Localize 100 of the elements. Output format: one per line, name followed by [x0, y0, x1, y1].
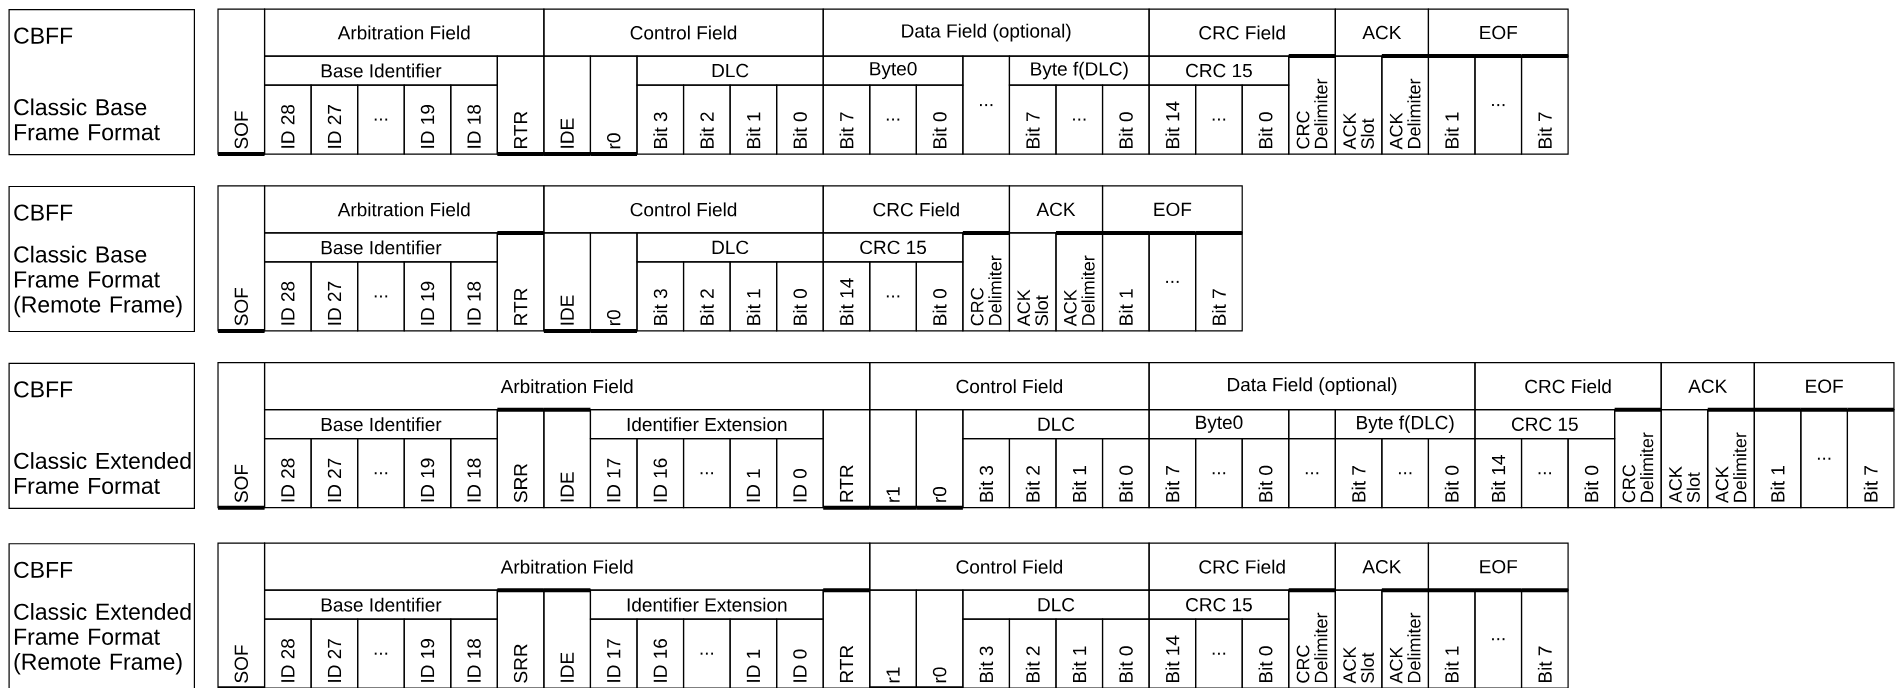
field-header: CRC 15 — [1148, 55, 1290, 86]
bit-cell: Bit 14 — [1474, 438, 1523, 509]
bit-cell: ... — [1055, 84, 1104, 155]
bit-cell: RTR — [822, 588, 871, 688]
field-header: CRC Field — [1148, 8, 1336, 57]
bit-cell: IDE — [543, 232, 592, 333]
field-header: Byte f(DLC) — [1334, 409, 1476, 440]
frame-format-box: CBFF Classic Extended Frame Format (Remote Frame) — [8, 543, 195, 688]
bit-cell: Bit 0 — [1101, 84, 1150, 155]
bit-cell: ... — [869, 84, 917, 155]
bit-cell: ACK Slot — [1334, 55, 1383, 155]
field-header: EOF — [1753, 362, 1895, 411]
bit-cell: Bit 0 — [915, 261, 964, 332]
bit-cell: CRC Delimiter — [1288, 54, 1336, 155]
bit-cell: Bit 2 — [1008, 438, 1057, 509]
bit-cell: ... — [1474, 54, 1523, 155]
bit-cell: ... — [962, 55, 1011, 155]
bit-cell: Bit 7 — [822, 84, 871, 155]
field-header: ACK — [1334, 8, 1430, 57]
bit-cell: ID 18 — [450, 261, 498, 332]
bit-cell: Bit 0 — [1241, 84, 1290, 155]
field-header: Byte0 — [1148, 409, 1290, 440]
bit-cell: ID 17 — [589, 618, 638, 688]
bit-cell: ... — [1800, 407, 1848, 509]
field-header: Identifier Extension — [589, 409, 824, 440]
bit-cell: Bit 0 — [1241, 438, 1290, 509]
bit-cell: r0 — [915, 589, 964, 688]
bit-cell: Bit 0 — [1101, 438, 1150, 509]
bit-cell: ACK Delimiter — [1381, 588, 1430, 688]
bit-cell: ... — [1474, 588, 1523, 688]
bit-cell: Bit 0 — [1101, 618, 1150, 688]
field-header: DLC — [962, 409, 1150, 440]
bit-cell: ACK Slot — [1660, 409, 1709, 509]
field-header: Base Identifier — [263, 55, 498, 86]
bit-cell: Bit 0 — [1427, 438, 1476, 509]
bit-cell: SOF — [217, 8, 266, 157]
bit-cell: SOF — [217, 362, 266, 510]
bit-cell: Bit 7 — [1520, 54, 1569, 155]
bit-cell: Bit 1 — [1427, 588, 1476, 688]
field-header: CRC 15 — [1474, 409, 1616, 440]
bit-cell: ACK Delimiter — [1707, 407, 1755, 509]
bit-cell: RTR — [822, 409, 871, 510]
bit-cell: ... — [1195, 618, 1243, 688]
bit-cell: ... — [1195, 84, 1243, 155]
bit-cell: ... — [1288, 438, 1336, 509]
bit-cell: ID 0 — [776, 438, 824, 509]
bit-cell: SOF — [217, 542, 266, 688]
bit-cell: Bit 2 — [682, 261, 731, 332]
bit-cell: ID 28 — [263, 261, 312, 332]
bit-cell: ... — [1381, 438, 1430, 509]
bit-cell: ID 1 — [729, 438, 778, 509]
field-header: Base Identifier — [263, 589, 498, 620]
bit-cell: ... — [357, 438, 405, 509]
field-header: Data Field (optional) — [822, 8, 1150, 57]
frame-format-box: CBFF Classic Base Frame Format (Remote Frame) — [8, 185, 195, 333]
field-header: DLC — [636, 232, 824, 263]
bit-cell: Bit 1 — [1055, 618, 1104, 688]
bit-cell: ID 27 — [310, 438, 359, 509]
field-header: EOF — [1427, 542, 1569, 591]
bit-cell: ID 19 — [403, 261, 452, 332]
bit-cell: Bit 2 — [1008, 618, 1057, 688]
field-header: ACK — [1008, 185, 1104, 234]
bit-cell: SRR — [496, 588, 545, 688]
bit-cell: Bit 1 — [729, 261, 778, 332]
bit-cell: Bit 1 — [1427, 54, 1476, 155]
bit-cell: Bit 14 — [1148, 84, 1197, 155]
bit-cell: Bit 1 — [1101, 230, 1150, 332]
bit-cell: ID 28 — [263, 84, 312, 155]
bit-cell: IDE — [543, 55, 592, 157]
bit-cell: RTR — [496, 230, 545, 332]
bit-cell: Bit 0 — [776, 84, 824, 155]
bit-cell: Bit 0 — [1567, 438, 1616, 509]
field-header: EOF — [1101, 185, 1243, 234]
bit-cell: Bit 7 — [1195, 230, 1243, 332]
field-header: Arbitration Field — [263, 8, 545, 57]
field-header: DLC — [962, 589, 1150, 620]
field-header: CRC 15 — [822, 232, 964, 263]
bit-cell: Bit 3 — [962, 438, 1011, 509]
bit-cell: ... — [357, 84, 405, 155]
bit-cell: ... — [682, 438, 731, 509]
bit-cell: ID 18 — [450, 618, 498, 688]
field-header: Control Field — [543, 8, 824, 57]
bit-cell: ID 0 — [776, 618, 824, 688]
bit-cell: ACK Delimiter — [1055, 230, 1104, 332]
bit-cell: r0 — [589, 55, 638, 157]
bit-cell: Bit 7 — [1148, 438, 1197, 509]
bit-cell: r0 — [915, 409, 964, 510]
field-header: Byte0 — [822, 55, 964, 86]
bit-cell: Bit 0 — [915, 84, 964, 155]
bit-cell: Bit 1 — [729, 84, 778, 155]
bit-cell: ID 19 — [403, 84, 452, 155]
bit-cell: CRC Delimiter — [1614, 407, 1662, 509]
bit-cell: ID 18 — [450, 84, 498, 155]
field-header: Base Identifier — [263, 232, 498, 263]
bit-cell: Bit 7 — [1334, 438, 1383, 509]
field-header: Base Identifier — [263, 409, 498, 440]
bit-cell: ... — [1520, 438, 1569, 509]
field-header: EOF — [1427, 8, 1569, 57]
bit-cell: ID 27 — [310, 618, 359, 688]
field-header: ACK — [1660, 362, 1755, 411]
